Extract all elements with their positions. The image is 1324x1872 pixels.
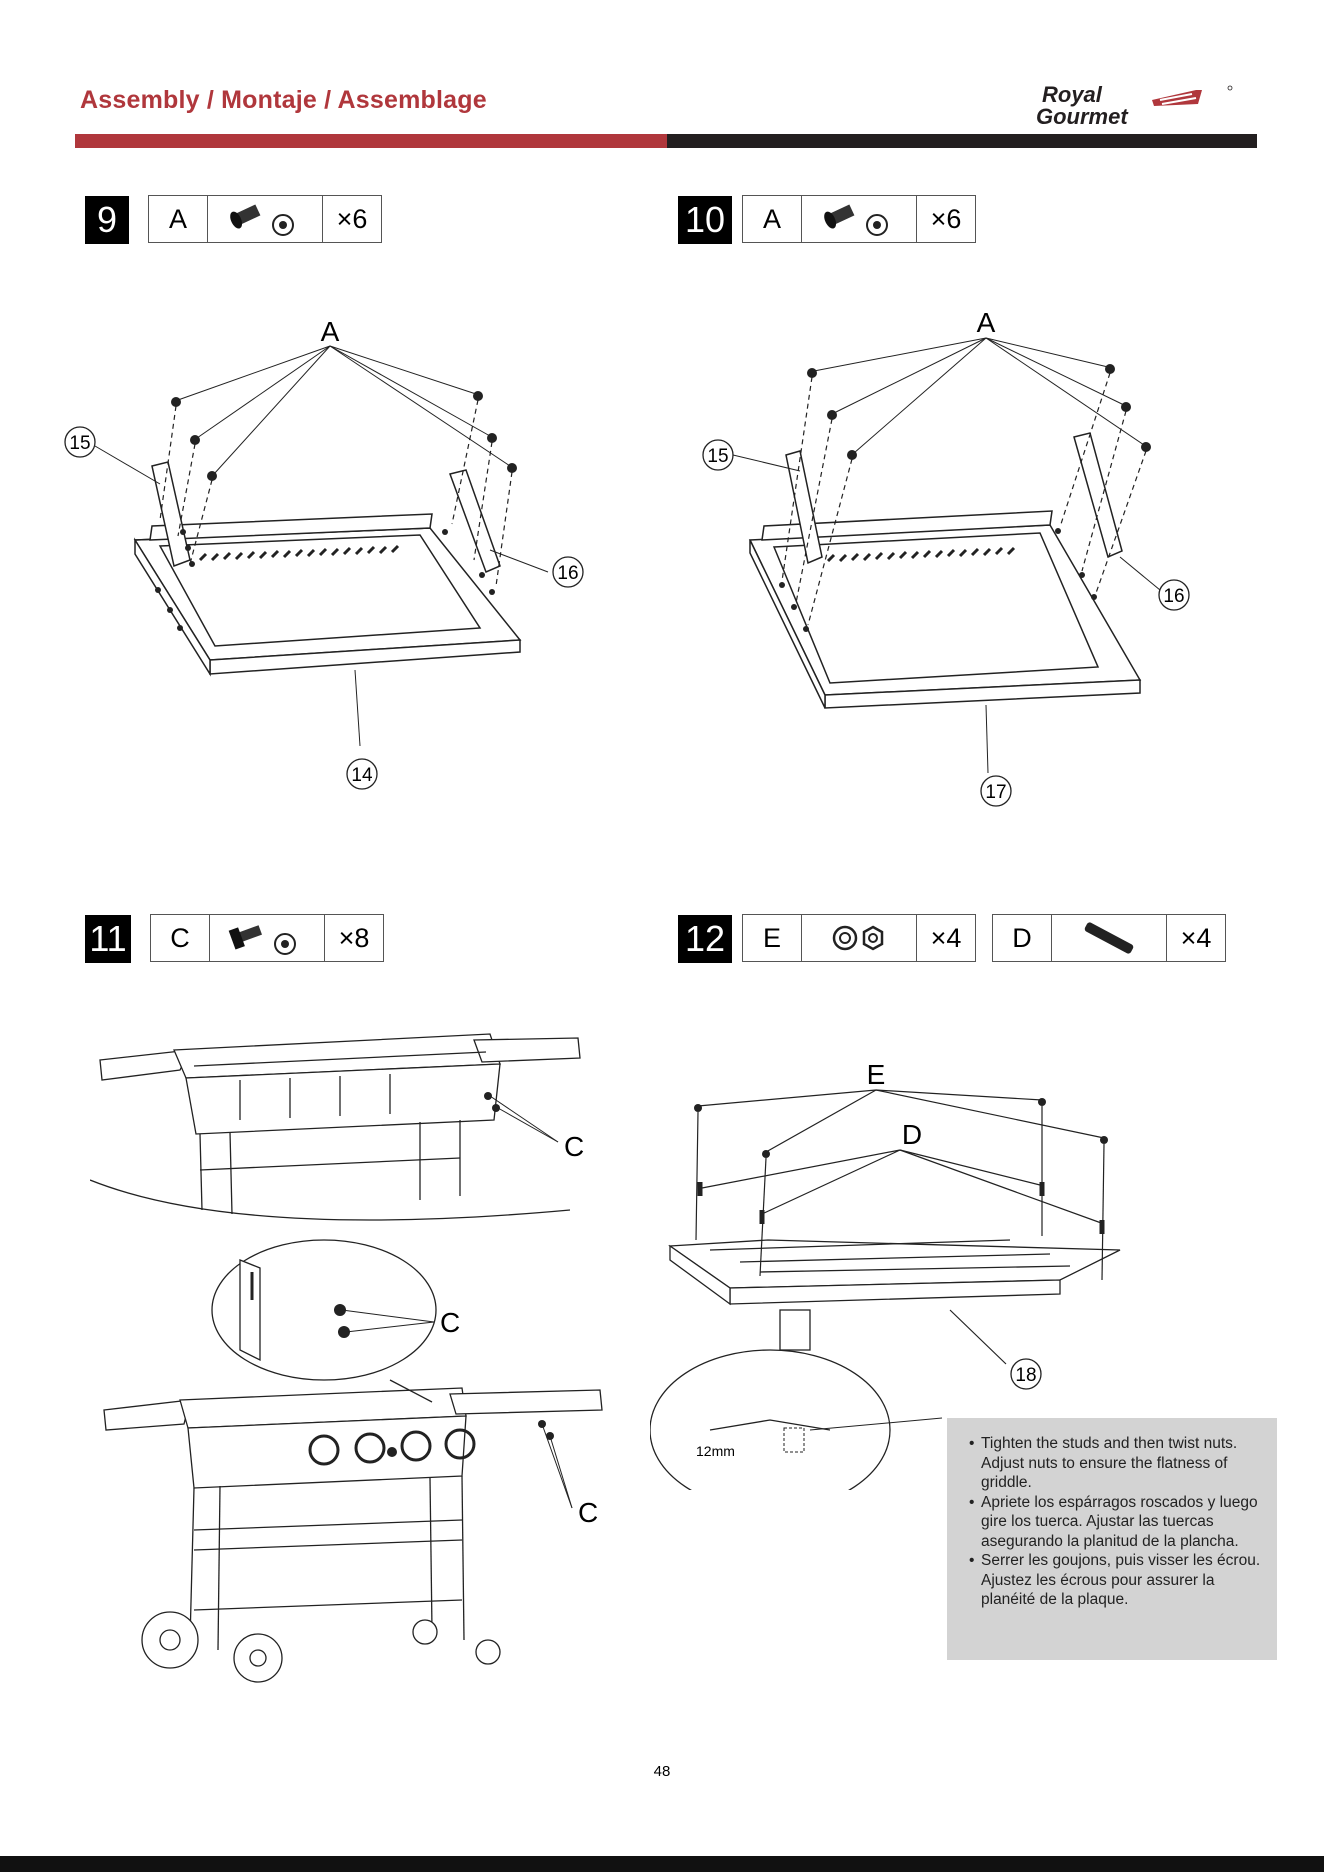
svg-text:Gourmet: Gourmet (1036, 104, 1129, 129)
part-letter: C (151, 915, 210, 961)
screw-washer-icon (208, 196, 323, 242)
step-11-diagram: C C C (90, 1033, 603, 1683)
step-9-parts: A ×6 (148, 195, 382, 243)
brand-logo: Royal Gourmet (1036, 82, 1233, 129)
step-12-parts-d: D ×4 (992, 914, 1226, 962)
step-12-parts-e: E ×4 (742, 914, 976, 962)
svg-text:15: 15 (69, 433, 90, 454)
step-10-number: 10 (678, 196, 732, 244)
header-rule-dark (667, 134, 1257, 148)
note-spanish: Apriete los espárragos roscados y luego … (969, 1493, 1265, 1552)
svg-text:18: 18 (1015, 1365, 1036, 1386)
bolt-washer-icon (210, 915, 325, 961)
part-qty: ×6 (336, 203, 368, 234)
svg-text:16: 16 (1163, 586, 1184, 607)
svg-text:16: 16 (557, 563, 578, 584)
page-number: 48 (653, 1763, 671, 1780)
svg-text:D: D (902, 1119, 922, 1150)
stud-icon (1052, 915, 1167, 961)
footer-bar (0, 1856, 1324, 1872)
step-12-number: 12 (678, 915, 732, 963)
step-11-number: 11 (85, 915, 131, 963)
svg-text:Royal: Royal (1042, 82, 1103, 107)
svg-text:12mm: 12mm (696, 1443, 735, 1459)
instruction-note: Tighten the studs and then twist nuts. A… (947, 1418, 1277, 1660)
step-10-diagram: A 15 16 17 (702, 307, 1190, 807)
svg-text:A: A (321, 316, 340, 347)
step-10-parts: A ×6 (742, 195, 976, 243)
step-9-number: 9 (85, 196, 129, 244)
note-english: Tighten the studs and then twist nuts. A… (969, 1434, 1265, 1493)
note-french: Serrer les goujons, puis visser les écro… (969, 1551, 1265, 1610)
screw-washer-icon (802, 196, 917, 242)
step-9-diagram: A 15 16 14 (64, 316, 584, 790)
part-qty: ×4 (1180, 922, 1212, 953)
part-letter: D (993, 915, 1052, 961)
svg-text:C: C (564, 1131, 584, 1162)
svg-text:E: E (867, 1059, 886, 1090)
part-qty: ×4 (930, 922, 962, 953)
step-12-diagram: E D 18 12mm (650, 1059, 1121, 1490)
svg-text:15: 15 (707, 446, 728, 467)
part-qty: ×6 (930, 203, 962, 234)
svg-text:A: A (977, 307, 996, 338)
svg-text:C: C (440, 1307, 460, 1338)
header-rule-red (75, 134, 667, 148)
nut-washer-icon (802, 915, 917, 961)
page-title: Assembly / Montaje / Assemblage (80, 86, 487, 114)
svg-text:C: C (578, 1497, 598, 1528)
part-letter: A (149, 196, 208, 242)
step-11-parts: C ×8 (150, 914, 384, 962)
svg-text:14: 14 (351, 765, 373, 786)
part-letter: E (743, 915, 802, 961)
part-letter: A (743, 196, 802, 242)
svg-text:17: 17 (985, 782, 1006, 803)
part-qty: ×8 (338, 922, 370, 953)
